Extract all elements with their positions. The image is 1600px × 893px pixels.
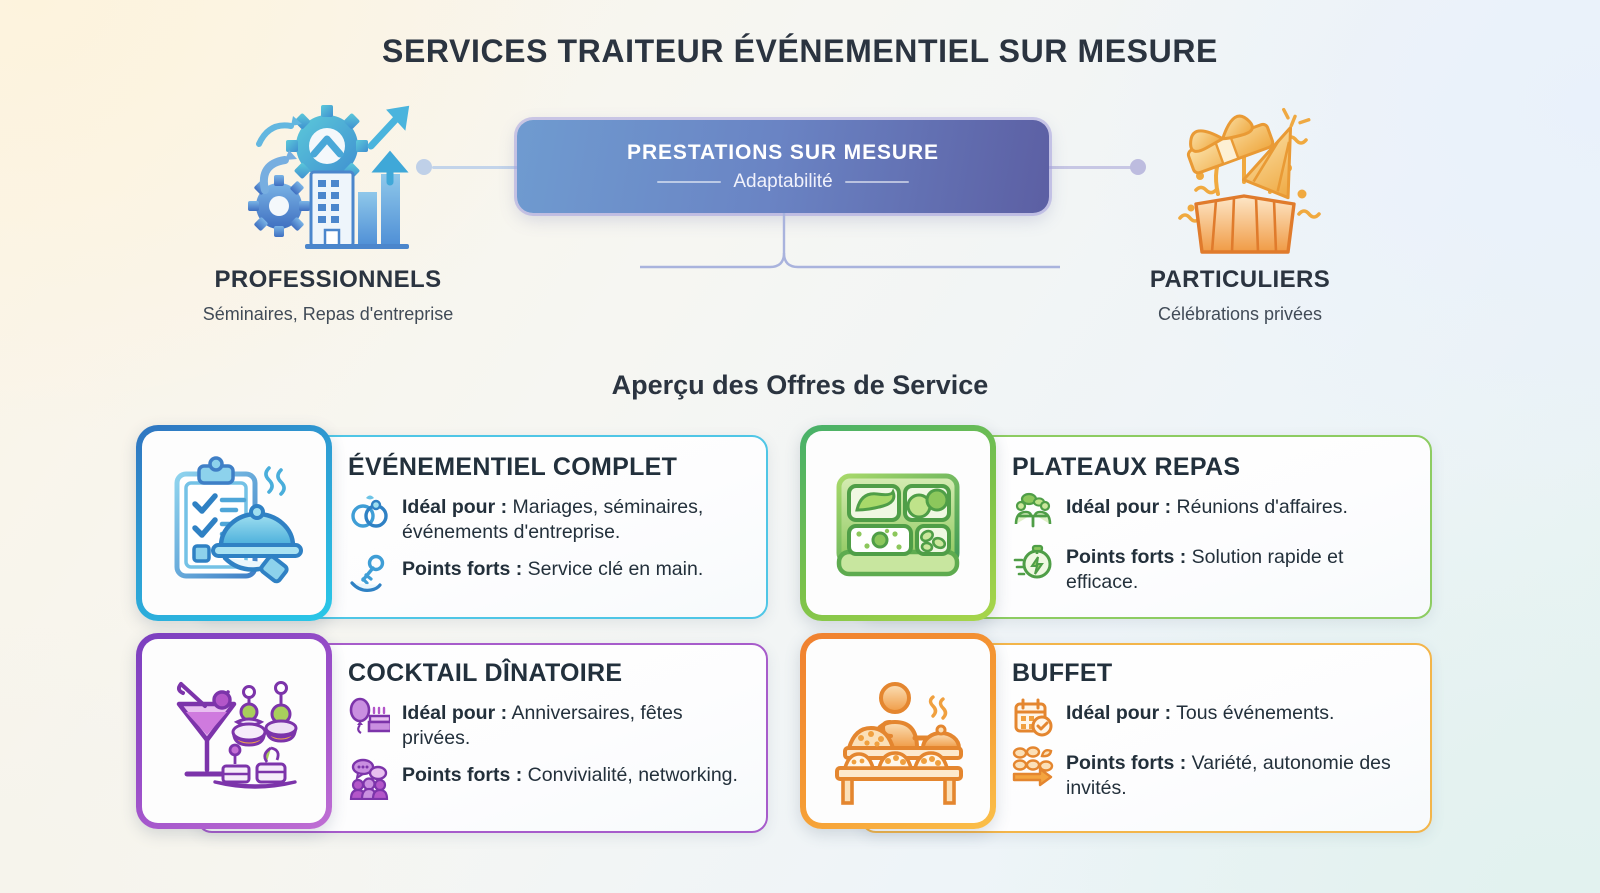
card-row-label: Idéal pour : (1066, 702, 1172, 724)
card-icon-tile (136, 425, 332, 621)
hub-branch-connector (640, 213, 1060, 275)
balloon-birthday-cake-icon (348, 696, 393, 738)
card-row-value: Service clé en main. (527, 558, 704, 581)
connector-line-left (432, 166, 522, 169)
card-row: Points forts : Variété, autonomie des in… (1012, 746, 1422, 800)
card-row: Idéal pour : Anniversaires, fêtes privée… (348, 696, 748, 750)
bento-meal-tray-icon (836, 473, 960, 577)
card-detail-rows: Idéal pour : Tous événements. (1012, 698, 1422, 800)
card-row-text: Points forts : Solution rapide et effica… (1066, 542, 1412, 594)
card-row: Points forts : Solution rapide et effica… (1012, 542, 1412, 594)
assorted-dishes-arrow-icon (1012, 746, 1054, 788)
key-in-hand-icon (348, 552, 390, 594)
card-row-label: Points forts : (402, 558, 523, 581)
stopwatch-bolt-icon (1012, 540, 1054, 582)
card-row-text: Idéal pour : Tous événements. (1066, 698, 1334, 726)
service-card-evenementiel-complet[interactable]: ÉVÉNEMENTIEL COMPLET Idéal pour : Mariag (136, 425, 768, 625)
card-row-label: Points forts : (402, 764, 523, 787)
card-row-value: Solution rapide et efficace. (1066, 546, 1344, 593)
card-row-label: Points forts : (1066, 546, 1187, 568)
professionnels-illustration (243, 98, 415, 263)
card-row-value: Mariages, séminaires, événements d'entre… (402, 496, 704, 543)
card-row-text: Points forts : Convivialité, networking. (402, 760, 738, 788)
wedding-rings-icon (348, 490, 390, 532)
card-row-value: Réunions d'affaires. (1176, 496, 1348, 518)
branch-particuliers-desc: Célébrations privées (1157, 304, 1323, 324)
connector-dot-left (416, 159, 432, 175)
card-row-value: Anniversaires, fêtes privées. (402, 702, 683, 749)
card-content: COCKTAIL DÎNATOIRE Idéa (348, 659, 748, 810)
hub-subtitle-group: Adaptabilité (657, 170, 909, 193)
rule-right (844, 180, 909, 183)
card-detail-rows: Idéal pour : Réunions d'affaires. (1012, 492, 1412, 594)
rule-left (657, 180, 722, 183)
card-row-label: Points forts : (1066, 752, 1187, 774)
card-row: Idéal pour : Mariages, séminaires, événe… (348, 492, 758, 544)
card-row: Points forts : Convivialité, networking. (348, 758, 748, 801)
service-card-plateaux-repas[interactable]: PLATEAUX REPAS (800, 425, 1432, 625)
branch-particuliers: PARTICULIERS Célébrations privées (1060, 266, 1420, 325)
card-row-text: Points forts : Variété, autonomie des in… (1066, 748, 1422, 800)
card-title: BUFFET (1012, 659, 1113, 687)
card-row-text: Idéal pour : Réunions d'affaires. (1066, 492, 1348, 520)
card-icon-tile (800, 425, 996, 621)
particuliers-illustration (1160, 98, 1330, 263)
card-icon-tile (136, 633, 332, 829)
hub-subtitle: Adaptabilité (733, 170, 833, 192)
card-row-label: Idéal pour : (402, 496, 508, 518)
service-card-buffet[interactable]: BUFFET (800, 633, 1432, 833)
card-row: Idéal pour : Réunions d'affaires. (1012, 492, 1412, 532)
card-title: ÉVÉNEMENTIEL COMPLET (348, 453, 678, 481)
buffet-table-server-icon (835, 682, 963, 805)
service-card-cocktail-dinatoire[interactable]: COCKTAIL DÎNATOIRE Idéa (136, 633, 768, 833)
card-row-text: Points forts : Service clé en main. (402, 554, 703, 582)
card-detail-rows: Idéal pour : Anniversaires, fêtes privée… (348, 696, 748, 801)
card-row: Idéal pour : Tous événements. (1012, 698, 1422, 738)
card-row-text: Idéal pour : Anniversaires, fêtes privée… (402, 698, 748, 750)
cocktail-glass-canapes-icon (176, 681, 298, 789)
card-row-label: Idéal pour : (402, 702, 508, 724)
branch-professionnels-desc: Séminaires, Repas d'entreprise (202, 304, 454, 324)
branch-professionnels: PROFESSIONNELS Séminaires, Repas d'entre… (148, 266, 508, 325)
card-title: COCKTAIL DÎNATOIRE (348, 659, 623, 687)
hub-title: PRESTATIONS SUR MESURE (627, 140, 939, 164)
page-title: SERVICES TRAITEUR ÉVÉNEMENTIEL SUR MESUR… (382, 33, 1218, 69)
hub-banner[interactable]: PRESTATIONS SUR MESURE Adaptabilité (517, 120, 1049, 213)
card-row-label: Idéal pour : (1066, 496, 1172, 518)
card-icon-tile (800, 633, 996, 829)
card-content: BUFFET (1012, 659, 1422, 810)
business-meeting-icon (1012, 490, 1054, 532)
card-row: Points forts : Service clé en main. (348, 554, 758, 594)
card-row-value: Convivialité, networking. (527, 764, 738, 787)
clipboard-checklist-cloche-icon (174, 456, 303, 584)
branch-particuliers-title: PARTICULIERS (1149, 266, 1331, 293)
speech-bubbles-people-icon (348, 758, 390, 801)
branch-professionnels-title: PROFESSIONNELS (214, 266, 442, 293)
card-row-value: Variété, autonomie des invités. (1066, 752, 1391, 799)
card-content: ÉVÉNEMENTIEL COMPLET Idéal pour : Mariag (348, 453, 758, 604)
section-heading: Aperçu des Offres de Service (611, 370, 989, 400)
connector-dot-right (1130, 159, 1146, 175)
card-content: PLATEAUX REPAS (1012, 453, 1412, 604)
card-title: PLATEAUX REPAS (1012, 453, 1241, 481)
card-row-text: Idéal pour : Mariages, séminaires, événe… (402, 492, 758, 544)
card-row-value: Tous événements. (1176, 702, 1335, 724)
calendar-check-icon (1012, 696, 1054, 738)
connector-line-right (1046, 166, 1136, 169)
card-detail-rows: Idéal pour : Mariages, séminaires, événe… (348, 492, 758, 594)
